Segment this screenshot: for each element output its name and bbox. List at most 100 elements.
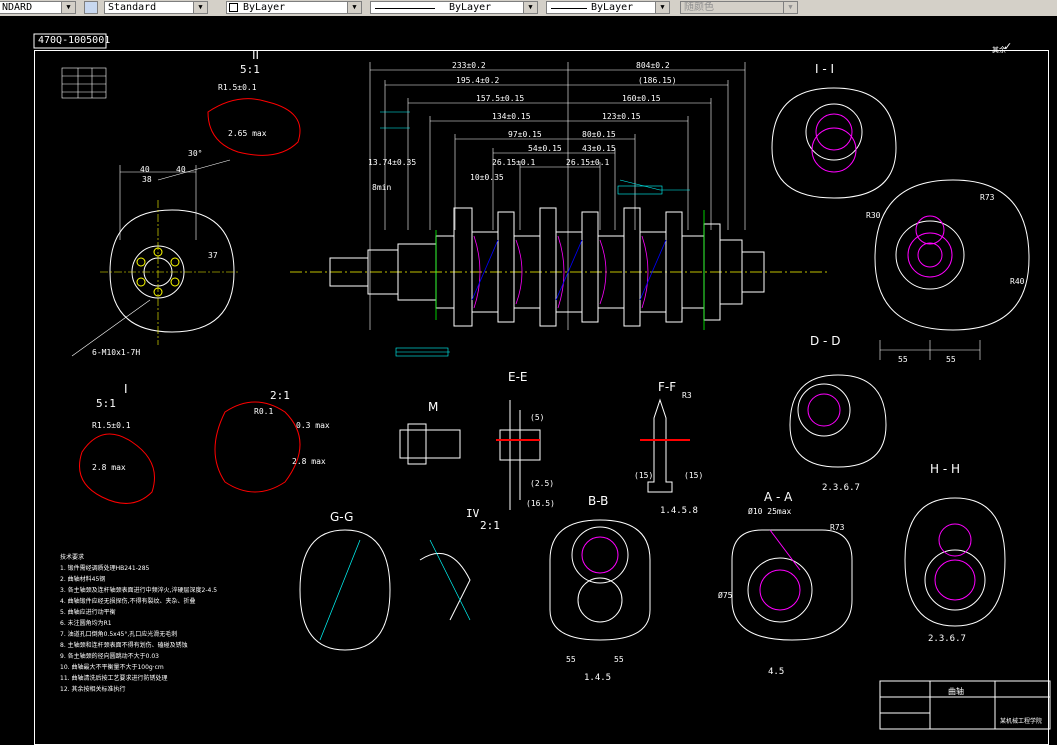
roughness-note: 其余: [992, 46, 1006, 54]
dim-row3-left: 157.5±0.15: [476, 94, 525, 103]
drawing-number: 470Q-1005001: [38, 35, 111, 46]
dim-row7-left: 26.15±0.1: [492, 158, 536, 167]
detail-4-title: IV: [466, 507, 480, 520]
section-a-a-title: A - A: [764, 490, 793, 504]
dd-caption: 2.3.6.7: [822, 483, 860, 493]
ff-dim-1: (15): [634, 471, 654, 480]
rightend-r40: R40: [1010, 277, 1025, 286]
detail-1-scale: 5:1: [96, 397, 116, 410]
linetype-combo[interactable]: ByLayer ▼: [370, 1, 538, 14]
dim-left-misc-3: 8min: [372, 183, 392, 192]
chevron-down-icon[interactable]: ▼: [61, 2, 75, 13]
technical-requirements: 技术要求 1. 锻件需经调质处理HB241-285 2. 曲轴材料45钢 3. …: [60, 552, 260, 695]
detail-2-angle: 2.65 max: [228, 129, 267, 138]
chevron-down-icon[interactable]: ▼: [655, 2, 669, 13]
notes-line: 12. 其余按相关标准执行: [60, 686, 126, 693]
notes-line: 技术要求: [60, 554, 85, 561]
lineweight-combo[interactable]: ByLayer ▼: [546, 1, 670, 14]
aa-dim-dia: Ø75: [718, 591, 733, 600]
chevron-down-icon[interactable]: ▼: [193, 2, 207, 13]
title-block-part-name: 曲轴: [948, 687, 964, 696]
dim-row6-right: 43±0.15: [582, 144, 616, 153]
notes-line: 8. 主轴颈和连杆颈表面不得有划伤、磕碰及锈蚀: [60, 642, 188, 649]
section-1-1-title: I - I: [815, 62, 835, 76]
ee-dim-1: (5): [530, 413, 545, 422]
bb-dim-55b: 55: [614, 655, 624, 664]
dim-row4-left: 134±0.15: [492, 112, 531, 121]
ff-caption: 1.4.5.8: [660, 506, 698, 516]
detail-1-width: 2.8 max: [92, 463, 126, 472]
notes-line: 1. 锻件需经调质处理HB241-285: [60, 565, 150, 572]
section-g-g-title: G-G: [330, 510, 354, 524]
flange-dim-37: 37: [208, 251, 218, 260]
detail-3-scale: 2:1: [270, 389, 290, 402]
notes-line: 5. 曲轴应进行动平衡: [60, 609, 116, 616]
dim-row4-right: 123±0.15: [602, 112, 641, 121]
dim-top-right: 804±0.2: [636, 61, 670, 70]
ff-dim-3: R3: [682, 391, 692, 400]
section-b-b-title: B-B: [588, 494, 609, 508]
rightend-r73: R73: [980, 193, 995, 202]
layer-value: ByLayer: [243, 2, 286, 13]
title-block-organization: 某机械工程学院: [1000, 718, 1043, 725]
flange-bolt-callout: 6-M10x1-7H: [92, 348, 141, 357]
notes-line: 9. 各主轴颈的径向圆跳动不大于0.03: [60, 653, 159, 660]
dim-style-combo[interactable]: Standard ▼: [104, 1, 208, 14]
dim-row3-right: 160±0.15: [622, 94, 661, 103]
dimension-style-icon[interactable]: [84, 1, 98, 14]
dim-row7-right: 26.15±0.1: [566, 158, 610, 167]
chevron-down-icon[interactable]: ▼: [783, 2, 797, 13]
drawing-canvas[interactable]: [0, 16, 1057, 745]
lineweight-value: ByLayer: [591, 2, 634, 13]
dim-top-left: 233±0.2: [452, 61, 486, 70]
notes-line: 2. 曲轴材料45钢: [60, 576, 106, 583]
detail-3-width: 0.3 max: [296, 421, 330, 430]
notes-line: 6. 未注圆角均为R1: [60, 620, 112, 627]
dim-left-misc-2: 10±0.35: [470, 173, 504, 182]
rightend-r30: R30: [866, 211, 881, 220]
dim-row2-left: 195.4±0.2: [456, 76, 500, 85]
plot-style-combo[interactable]: 随颜色 ▼: [680, 1, 798, 14]
flange-dim-40b: 40: [176, 165, 186, 174]
detail-4-scale: 2:1: [480, 519, 500, 532]
lineweight-preview-icon: [551, 8, 587, 9]
aa-dim-top: Ø10 25max: [748, 507, 792, 516]
hh-dim-55a: 55: [898, 355, 908, 364]
ee-dim-2: (2.5): [530, 479, 555, 488]
flange-dim-40a: 40: [140, 165, 150, 174]
plot-style-value: 随颜色: [684, 2, 714, 13]
ff-dim-2: (15): [684, 471, 704, 480]
detail-2-scale: 5:1: [240, 63, 260, 76]
chevron-down-icon[interactable]: ▼: [347, 2, 361, 13]
layer-combo[interactable]: ByLayer ▼: [226, 1, 362, 14]
notes-line: 11. 曲轴清洗后按工艺要求进行防锈处理: [60, 675, 168, 682]
hh-dim-55b: 55: [946, 355, 956, 364]
detail-m-title: M: [428, 400, 439, 414]
chevron-down-icon[interactable]: ▼: [523, 2, 537, 13]
notes-line: 7. 油道孔口倒角0.5x45°,孔口应光滑无毛刺: [60, 631, 178, 638]
flange-dim-38: 38: [142, 175, 152, 184]
notes-line: 4. 曲轴锻件应经无损探伤,不得有裂纹、夹杂、折叠: [60, 598, 196, 605]
section-d-d-title: D - D: [810, 334, 841, 348]
dim-row6-left: 54±0.15: [528, 144, 562, 153]
notes-line: 10. 曲轴最大不平衡量不大于100g·cm: [60, 664, 164, 671]
detail-2-title: II: [252, 48, 260, 62]
dim-left-misc-1: 13.74±0.35: [368, 158, 417, 167]
text-style-combo[interactable]: NDARD ▼: [0, 1, 76, 14]
detail-1-radius: R1.5±0.1: [92, 421, 131, 430]
aa-caption: 4.5: [768, 667, 785, 677]
section-f-f-title: F-F: [658, 380, 677, 394]
bb-dim-55a: 55: [566, 655, 576, 664]
roughness-check-icon: ✓: [1004, 39, 1012, 53]
dim-style-value: Standard: [108, 2, 157, 13]
layer-color-swatch-icon: [229, 3, 238, 12]
text-style-value: NDARD: [2, 2, 33, 13]
flange-dim-30: 30°: [188, 149, 203, 158]
dim-row5-left: 97±0.15: [508, 130, 542, 139]
detail-2-radius: R1.5±0.1: [218, 83, 257, 92]
detail-3-radius: R0.1: [254, 407, 274, 416]
notes-line: 3. 各主轴颈及连杆轴颈表面进行中频淬火,淬硬层深度2-4.5: [60, 587, 218, 594]
linetype-value: ByLayer: [449, 2, 492, 13]
hh-caption: 2.3.6.7: [928, 634, 966, 644]
